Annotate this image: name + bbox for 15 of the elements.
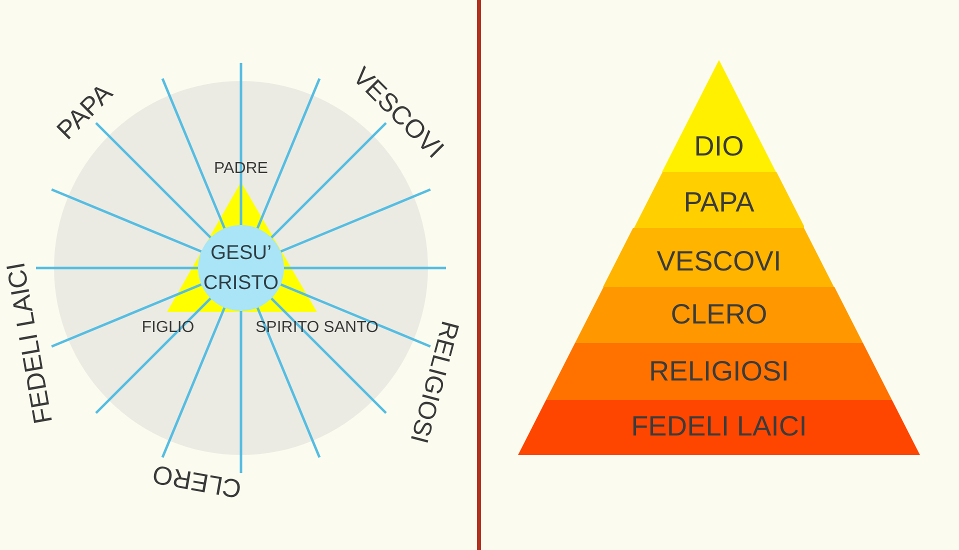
ring-label: CLERO xyxy=(150,458,244,504)
node-label: GESU’ CRISTO xyxy=(202,241,280,296)
tier-label: FEDELI LAICI xyxy=(631,412,807,442)
pyramid-tier xyxy=(662,60,776,172)
pyramid-tier xyxy=(574,287,863,343)
tier-label: RELIGIOSI xyxy=(648,356,789,388)
tier-label: VESCOVI xyxy=(656,246,782,278)
pyramid-tier xyxy=(634,172,804,228)
pyramid-tier xyxy=(603,228,834,287)
tier-label: PAPA xyxy=(684,188,754,218)
ring-label: FEDELI LAICI xyxy=(1,260,59,426)
pyramid-tier xyxy=(546,343,892,400)
tier-label: DIO xyxy=(694,132,744,162)
pyramid-tier xyxy=(518,400,920,455)
tier-label: CLERO xyxy=(670,300,768,330)
